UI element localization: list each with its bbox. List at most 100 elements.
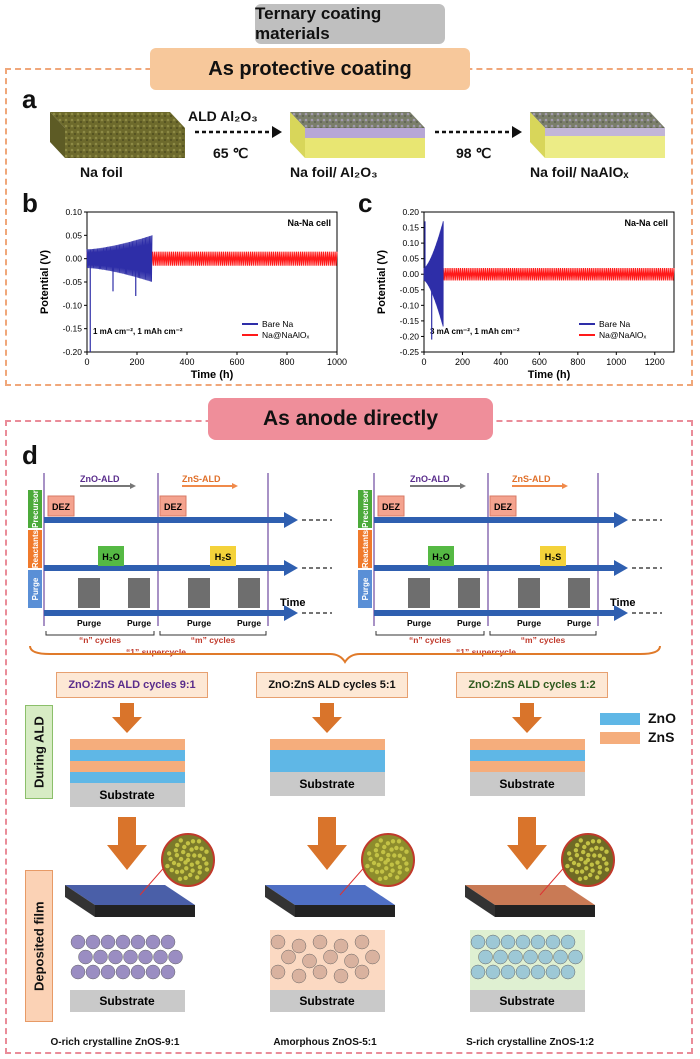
legend-label: Na@NaAlOₓ xyxy=(262,330,310,340)
atom-sphere xyxy=(270,964,286,980)
h2o-label: H₂O xyxy=(432,552,450,562)
atom-sphere xyxy=(515,934,531,950)
time-arrow xyxy=(44,517,284,523)
atom-sphere xyxy=(115,964,131,980)
m-bracket xyxy=(159,631,267,636)
atom-sphere xyxy=(70,964,86,980)
grain xyxy=(595,860,600,865)
y-tick-label: -0.05 xyxy=(63,277,83,287)
time-arrowhead xyxy=(614,560,628,576)
zno-ald-arrowhead xyxy=(130,483,136,489)
grain xyxy=(578,856,584,862)
row-label: Precursor xyxy=(361,490,370,528)
x-tick-label: 800 xyxy=(279,357,294,367)
grain xyxy=(565,863,570,869)
down-arrow-1-shaft xyxy=(520,703,534,717)
grain xyxy=(169,867,174,873)
grain xyxy=(574,869,580,875)
grain xyxy=(396,839,402,844)
row-label-box xyxy=(358,530,372,568)
grain xyxy=(397,865,403,870)
supercycle-label: “1” supercycle xyxy=(456,647,516,657)
stack-layer xyxy=(70,772,185,783)
dez-1-label: DEZ xyxy=(52,502,71,512)
dez-1-box xyxy=(47,495,75,517)
panel-d-label: d xyxy=(22,440,38,470)
atom-sphere xyxy=(515,964,531,980)
ald-al2o3-label: ALD Al₂O₃ xyxy=(188,108,258,124)
atom-sphere xyxy=(302,953,317,969)
row-label: Purge xyxy=(31,577,40,600)
stack-layer xyxy=(470,750,585,761)
row-label-box xyxy=(28,490,42,528)
stack-layer xyxy=(270,761,385,772)
main-title: Ternary coating materials xyxy=(255,4,445,44)
down-arrow-2-head xyxy=(107,845,147,870)
y-tick-label: 0.10 xyxy=(402,238,419,248)
grain xyxy=(201,856,207,861)
grain xyxy=(390,868,395,873)
grain xyxy=(583,860,588,865)
h2o-label: H₂O xyxy=(102,552,120,562)
zns-ald-arrowhead xyxy=(562,483,568,489)
grain xyxy=(579,869,585,874)
substrate-label: Substrate xyxy=(299,777,355,791)
y-tick-label: 0.10 xyxy=(65,207,82,217)
grain xyxy=(176,862,181,867)
row-label: Reactants xyxy=(361,529,370,568)
atom-sphere xyxy=(508,949,523,965)
grain xyxy=(569,867,574,873)
grain xyxy=(195,860,200,865)
grain xyxy=(571,860,577,866)
grain xyxy=(394,845,399,851)
h2s-box xyxy=(540,546,566,566)
substrate-label: Substrate xyxy=(499,777,555,791)
caption-1: O-rich crystalline ZnOS-9:1 xyxy=(50,1037,180,1048)
zns-ald-arrowhead xyxy=(232,483,238,489)
atom-sphere xyxy=(312,934,328,950)
n-bracket xyxy=(45,631,155,636)
y-tick-label: -0.05 xyxy=(400,285,420,295)
down-arrow-2-head xyxy=(507,845,547,870)
atom-sphere xyxy=(100,964,116,980)
substrate-label: Substrate xyxy=(499,994,555,1008)
atom-sphere xyxy=(470,964,486,980)
row-label: Reactants xyxy=(31,529,40,568)
grain xyxy=(382,844,387,850)
dez-2-label: DEZ xyxy=(164,502,183,512)
grain xyxy=(581,849,586,855)
time-arrowhead xyxy=(614,605,628,621)
atom-sphere xyxy=(530,964,546,980)
purge-bar xyxy=(518,578,540,608)
substrate-label: Substrate xyxy=(99,788,155,802)
atom-sphere xyxy=(108,949,123,965)
grain xyxy=(175,842,180,848)
time-arrowhead xyxy=(284,605,298,621)
grain xyxy=(371,860,377,866)
foil-label-3: Na foil/ NaAlOₓ xyxy=(530,164,629,180)
grain xyxy=(189,847,194,852)
atom-sphere xyxy=(130,934,146,950)
grain xyxy=(582,844,587,850)
purge-bar xyxy=(78,578,100,608)
grain xyxy=(197,865,203,870)
legend-label: Bare Na xyxy=(262,319,293,329)
grain xyxy=(397,853,402,858)
grain xyxy=(374,853,380,858)
grain xyxy=(395,875,400,880)
zno-ald-label: ZnO-ALD xyxy=(80,474,120,484)
chart-annotation: 3 mA cm⁻², 1 mAh cm⁻² xyxy=(430,327,520,336)
zno-ald-arrowhead xyxy=(460,483,466,489)
ratio-pill-3: ZnO:ZnS ALD cycles 1:2 xyxy=(456,672,608,698)
grain xyxy=(168,856,173,862)
atom-sphere xyxy=(153,949,168,965)
chart-title: Na-Na cell xyxy=(287,218,331,228)
y-axis-label: Potential (V) xyxy=(39,250,51,315)
x-tick-label: 0 xyxy=(421,357,426,367)
grain xyxy=(397,870,402,875)
substrate-label: Substrate xyxy=(299,994,355,1008)
grain xyxy=(597,870,602,875)
legend-zns-label: ZnS xyxy=(648,729,675,745)
grain xyxy=(574,853,580,858)
row-label-box xyxy=(358,490,372,528)
